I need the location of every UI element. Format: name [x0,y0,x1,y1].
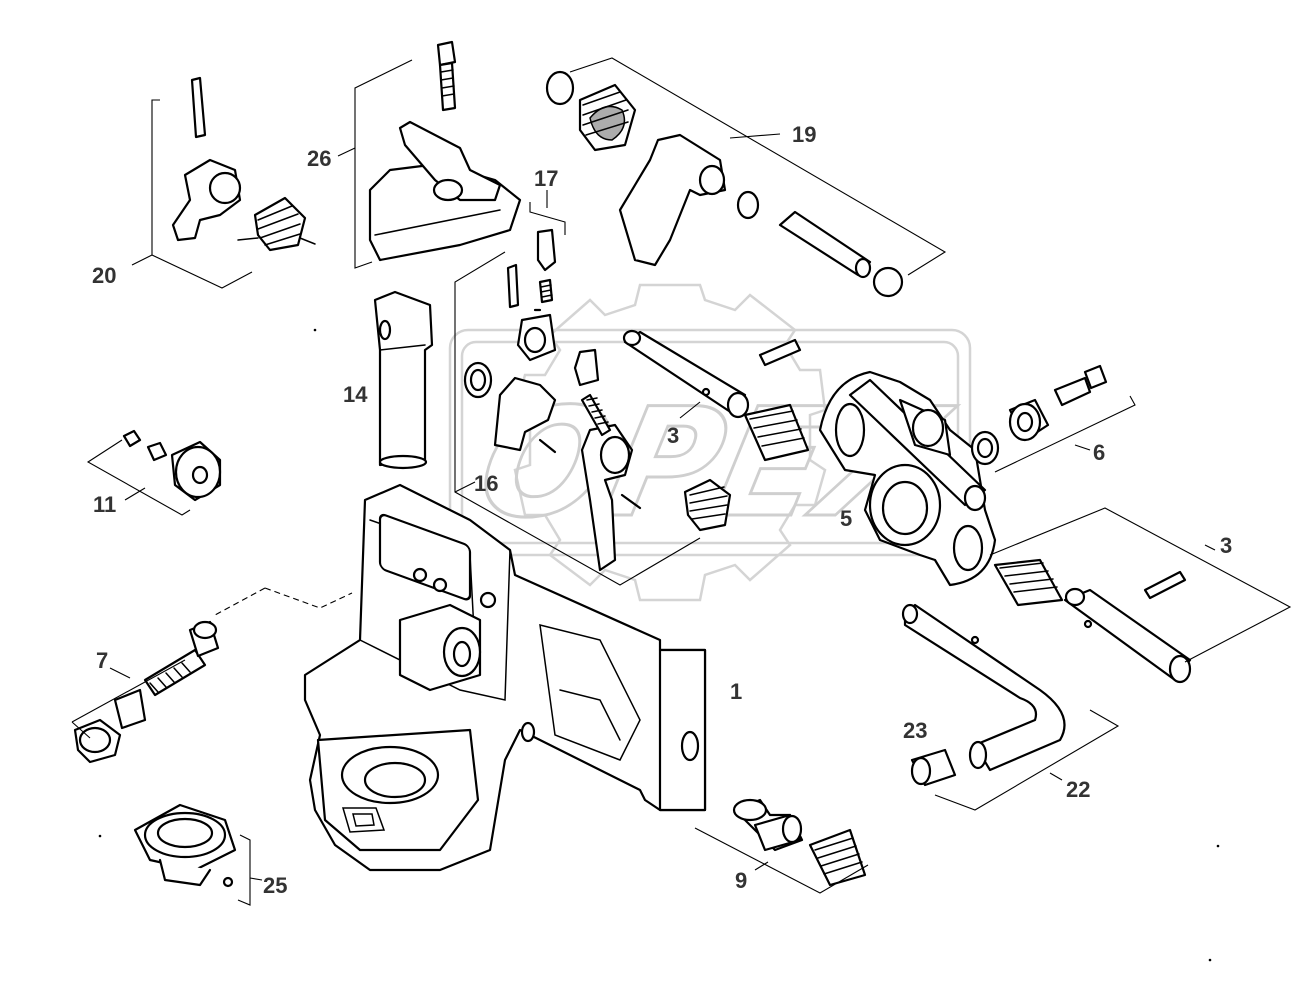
part-26-cover [368,40,522,262]
part-7-bolt-assembly [73,620,220,764]
callout-6: 6 [1093,440,1106,465]
callout-9: 9 [735,868,748,893]
callout-22: 22 [1066,777,1091,802]
callout-20: 20 [92,263,117,288]
part-23-cap [910,748,957,787]
callout-5: 5 [840,506,853,531]
watermark-gear [513,283,827,602]
part-22-handle [901,603,1066,772]
part-17-latch [506,228,557,309]
callout-7: 7 [96,648,109,673]
part-5-jaw [818,370,997,587]
callout-11: 11 [93,492,117,517]
part-3-spring-pin-right [993,558,1192,684]
callout-1: 1 [730,679,743,704]
misc-dots [98,328,1220,962]
callout-16: 16 [474,471,499,496]
part-6-bolt-washer [970,364,1108,466]
part-11-cap-assembly [122,429,222,502]
callout-3-centre: 3 [667,423,680,448]
part-20-spring-assembly [171,76,316,252]
part-9-pin-spring [732,798,867,887]
watermark [448,283,972,602]
part-1-coupling-housing [303,483,707,872]
callout-23: 23 [903,718,928,743]
watermark-frame-outer [448,328,972,557]
callout-26: 26 [307,146,332,171]
callout-25: 25 [263,873,288,898]
callout-17: 17 [534,166,559,191]
callout-14: 14 [343,382,368,407]
callout-3-right: 3 [1220,533,1233,558]
part-25-bushing [133,803,237,888]
part-16-trigger-assembly [463,308,732,572]
callout-19: 19 [792,122,817,147]
leader-lines [71,57,1292,906]
part-14-coupling-pin [373,290,434,470]
part-19-lever-assembly [545,70,904,298]
part-3-spring-pin-centre [622,329,810,462]
